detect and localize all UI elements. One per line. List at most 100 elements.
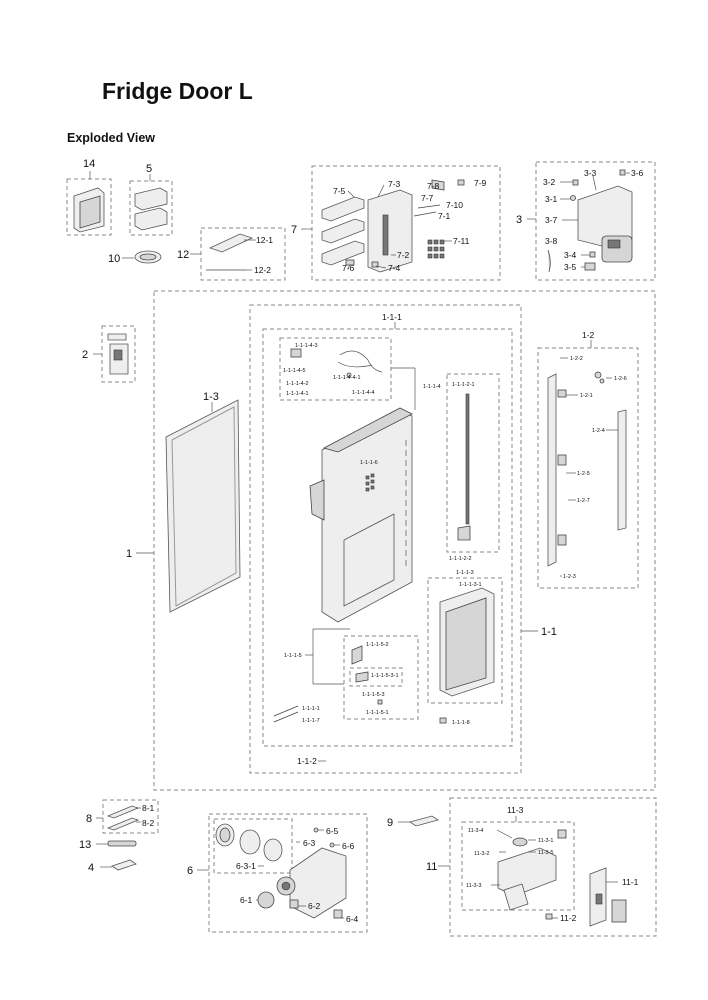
label-6-4: 6-4 [346,914,359,924]
label-6-5: 6-5 [326,826,339,836]
label-7-2: 7-2 [397,250,410,260]
label-1-1-1-6: 1-1-1-6 [360,460,378,466]
page-subtitle: Exploded View [67,131,155,145]
label-1-1-1-4-5: 1-1-1-4-5 [283,368,306,374]
label-11-3-1: 11-3-1 [538,838,554,844]
label-1-3: 1-3 [203,391,219,403]
label-12-2: 12-2 [254,265,271,275]
part-group-1-1-1-4: 1-1-1-4-3 1-1-1-4-5 1-1-1-4-2 1-1-1-4-1 … [279,337,441,410]
label-11-3-2: 11-3-2 [474,851,490,857]
label-1-1-1-3: 1-1-1-3 [456,570,474,576]
part-group-3: 3 3-2 3-3 3-6 3-1 3-7 3-8 3-4 3-5 [516,161,656,281]
label-1-1-1-4-2: 1-1-1-4-2 [286,381,309,387]
part-group-7: 7 7-5 7-3 7-2 7-4 7-6 7-8 7-9 7-7 [291,165,501,281]
label-12-1: 12-1 [256,235,273,245]
label-1-1-1: 1-1-1 [382,312,402,322]
label-1-1-1-4-1: 1-1-1-4-1 [286,391,309,397]
label-4: 4 [88,862,94,874]
label-8-2: 8-2 [142,818,155,828]
part-group-14: 14 [66,158,112,236]
label-1-1-1-8: 1-1-1-8 [452,720,470,726]
label-3-4: 3-4 [564,250,577,260]
label-1-1-1-2-1: 1-1-1-2-1 [452,382,475,388]
assembly-1-1-1-box [262,328,513,747]
label-1-1-1-5-3-1: 1-1-1-5-3-1 [371,673,399,679]
label-1-1-1-4-3: 1-1-1-4-3 [295,343,318,349]
label-13: 13 [79,839,91,851]
label-7-1: 7-1 [438,211,451,221]
label-12: 12 [177,249,189,261]
label-7-4: 7-4 [388,263,401,273]
label-1-2-3: 1-2-3 [563,574,576,580]
label-3-3: 3-3 [584,168,597,178]
label-7-5: 7-5 [333,186,346,196]
label-3-2: 3-2 [543,177,556,187]
label-11-1: 11-1 [622,877,639,887]
label-8-1: 8-1 [142,803,155,813]
part-group-8: 8 8-1 8-2 [86,799,159,834]
label-1-1: 1-1 [541,626,557,638]
label-7-8: 7-8 [427,181,440,191]
label-6-3-1: 6-3-1 [236,861,256,871]
label-7-11: 7-11 [453,236,470,246]
part-7-11-grid [427,239,445,259]
label-1-1-1-5: 1-1-1-5 [284,653,302,659]
label-5: 5 [146,163,152,175]
label-6-6: 6-6 [342,841,355,851]
label-6-2: 6-2 [308,901,321,911]
label-7-7: 7-7 [421,193,434,203]
label-1-1-1-4: 1-1-1-4 [423,384,441,390]
label-7-3: 7-3 [388,179,401,189]
label-6-3: 6-3 [303,838,316,848]
panel-vents [365,473,375,492]
part-group-1-2: 1-2 1-2-2 1-2-6 1-2-1 1-2-4 1-2-5 1-2-7 … [537,330,639,589]
part-10: 10 [108,250,162,265]
part-group-12: 12 12-1 12-2 [177,227,286,281]
part-group-6: 6 6-5 6-3 6-6 6-3-1 6-1 6-2 6-4 [187,813,368,933]
label-1-1-2: 1-1-2 [297,756,317,766]
part-group-11: 11 11-3 11-3-4 11-3-1 11-3-2 11-3-5 11-3… [426,797,657,937]
assembly-1-1-box [249,304,522,774]
label-3-8: 3-8 [545,236,558,246]
label-11-3-3: 11-3-3 [466,883,482,889]
label-1-1-1-5-2: 1-1-1-5-2 [366,642,389,648]
label-3-6: 3-6 [631,168,644,178]
label-1-1-1-5-3: 1-1-1-5-3 [362,692,385,698]
label-1-2-7: 1-2-7 [577,498,590,504]
parts-1-1-1-1-and-7: 1-1-1-1 1-1-1-7 [273,705,320,724]
label-7-10: 7-10 [446,200,463,210]
label-3: 3 [516,214,522,226]
label-1-2-5: 1-2-5 [577,471,590,477]
label-1-1-1-5-1: 1-1-1-5-1 [366,710,389,716]
part-9: 9 [387,815,439,829]
label-7-9: 7-9 [474,178,487,188]
label-1-1-1-3-1: 1-1-1-3-1 [459,582,482,588]
label-7: 7 [291,224,297,236]
label-1-2-1: 1-2-1 [580,393,593,399]
label-11: 11 [426,861,437,873]
label-1-1-1-4-4-1: 1-1-1-4-4-1 [333,375,361,381]
label-10: 10 [108,253,120,265]
part-13: 13 [79,839,137,851]
label-2: 2 [82,349,88,361]
part-group-5: 5 [129,163,173,236]
label-11-3-4: 11-3-4 [468,828,484,834]
label-1-1-1-4-4: 1-1-1-4-4 [352,390,375,396]
label-3-5: 3-5 [564,262,577,272]
label-3-1: 3-1 [545,194,558,204]
label-1-2: 1-2 [582,330,595,340]
part-group-2: 2 [82,325,136,383]
label-11-2: 11-2 [560,913,577,923]
part-group-1-1-1-3: 1-1-1-3-1 [427,577,503,704]
label-11-3: 11-3 [507,805,524,815]
part-4: 4 [88,859,137,874]
label-1-1-1-2-2: 1-1-1-2-2 [449,556,472,562]
label-11-3-5: 11-3-5 [538,850,554,856]
label-9: 9 [387,817,393,829]
label-7-6: 7-6 [342,263,355,273]
label-3-7: 3-7 [545,215,558,225]
label-1-2-4: 1-2-4 [592,428,605,434]
label-1: 1 [126,548,132,560]
part-1-3-gasket: 1-3 [165,391,241,613]
